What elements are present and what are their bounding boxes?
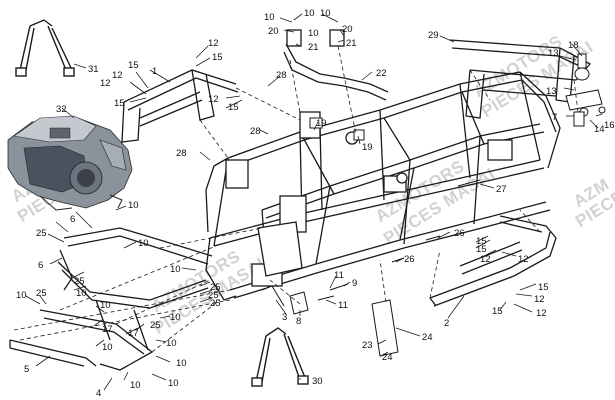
callout-15: 15 [128,60,139,71]
callout-10: 10 [102,342,113,353]
callout-10: 10 [264,12,275,23]
callout-10: 10 [138,238,149,249]
callout-30: 30 [312,376,323,387]
callout-28: 28 [276,70,287,81]
callout-32: 32 [56,104,67,115]
callout-15: 15 [114,98,125,109]
callout-10: 10 [16,290,27,301]
callout-6: 6 [38,260,43,271]
callout-3: 3 [282,312,287,323]
callout-28: 28 [176,148,187,159]
callout-20: 20 [268,26,279,37]
callout-17: 17 [102,324,113,335]
callout-25: 25 [150,320,161,331]
callout-12: 12 [208,94,219,105]
callout-21: 21 [346,38,357,49]
callout-11: 11 [338,300,348,311]
callout-29: 29 [428,30,439,41]
callout-19: 19 [362,142,373,153]
callout-10: 10 [320,8,331,19]
front-bumper-part-5 [9,339,97,367]
callout-21: 21 [308,42,319,53]
callout-12: 12 [208,38,219,49]
callout-13: 13 [548,48,559,59]
callout-10: 10 [76,288,87,299]
callout-16: 16 [604,120,615,131]
callout-27: 27 [496,184,507,195]
callout-15: 15 [476,244,487,255]
callout-2: 2 [444,318,449,329]
callout-26: 26 [454,228,465,239]
callout-10: 10 [176,358,187,369]
callout-15: 15 [228,102,239,113]
callout-8: 8 [296,316,301,327]
callout-19: 19 [316,118,327,129]
callout-20: 20 [342,24,353,35]
callout-26: 26 [404,254,415,265]
callout-12: 12 [518,254,529,265]
callout-15: 15 [212,52,223,63]
callout-10: 10 [166,338,177,349]
callout-10: 10 [100,300,111,311]
callout-15: 15 [476,236,487,247]
leader-lines [25,13,603,391]
callout-12: 12 [480,254,491,265]
callout-12: 12 [100,78,111,89]
callout-1: 1 [152,66,157,77]
assembly-guide-lines [13,45,579,353]
callout-10: 10 [170,312,181,323]
callout-10: 10 [308,28,319,39]
callout-22: 22 [376,68,387,79]
callout-6: 6 [70,214,75,225]
callout-24: 24 [422,332,433,343]
callout-12: 12 [112,70,123,81]
engine-block [7,115,133,211]
callout-25: 25 [74,276,85,287]
rear-bumper-part-2 [429,215,557,307]
callout-18: 18 [568,40,579,51]
callout-31: 31 [88,64,99,75]
stand-part-30 [251,327,309,387]
callout-4: 4 [96,388,101,399]
callout-10: 10 [130,380,141,391]
cross-bar-part-22 [283,29,389,101]
callout-24: 24 [382,352,393,363]
small-parts [261,53,606,357]
callout-12: 12 [534,294,545,305]
callout-9: 9 [352,278,357,289]
main-frame [205,71,561,301]
callout-11: 11 [334,270,344,281]
callout-25: 25 [36,288,47,299]
callout-5: 5 [24,364,29,375]
rear-bumper-part-1 [121,69,239,143]
callout-25: 25 [210,298,221,309]
callout-25: 25 [210,282,221,293]
callout-15: 15 [492,306,503,317]
callout-10: 10 [168,378,179,389]
callout-10: 10 [170,264,181,275]
callout-7: 7 [552,112,557,123]
front-rail-part-6 [57,227,213,309]
callout-17: 17 [128,328,139,339]
part-callouts: 31 32 12 15 15 12 12 1 15 12 15 28 10 20… [16,8,615,399]
callout-25: 25 [208,290,219,301]
callout-15: 15 [538,282,549,293]
callout-13: 13 [546,86,557,97]
callout-14: 14 [594,124,605,135]
callout-25: 25 [36,228,47,239]
stand-part-31 [15,19,75,77]
callout-10: 10 [304,8,315,19]
callout-10: 10 [128,200,139,211]
callout-28: 28 [250,126,261,137]
callout-23: 23 [362,340,373,351]
callout-12: 12 [536,308,547,319]
